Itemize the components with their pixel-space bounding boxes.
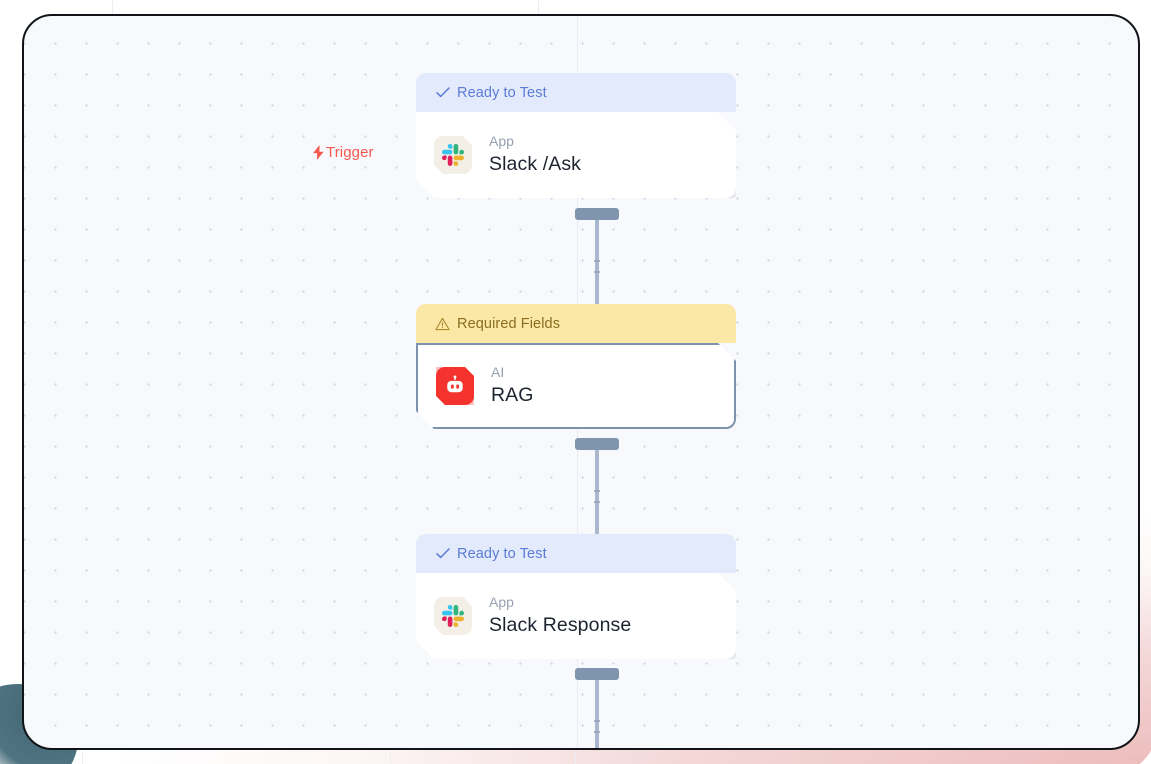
connector-midpoint-nub (594, 490, 600, 492)
connector-midpoint-nub (594, 260, 600, 262)
robot-icon (436, 367, 474, 405)
node-status-banner: Ready to Test (416, 73, 736, 112)
connector-midpoint-nub (594, 731, 600, 733)
node-status-label: Ready to Test (457, 545, 547, 562)
trigger-label-text: Trigger (326, 144, 374, 161)
node-kind-label: AI (491, 363, 505, 380)
node-status-label: Required Fields (457, 315, 561, 332)
node-body[interactable]: App Slack Response (416, 573, 736, 659)
workflow-canvas[interactable]: Trigger (22, 14, 1140, 750)
node-title-label: RAG (491, 384, 534, 407)
backdrop-seam-bottom-left (82, 752, 83, 764)
node-text: AI RAG (491, 364, 534, 409)
trigger-label: Trigger (312, 144, 374, 161)
node-kind-label: App (489, 132, 514, 149)
node-title-label: Slack Response (489, 614, 632, 637)
node-title-label: Slack /Ask (489, 153, 582, 176)
connector-handle-top[interactable] (575, 208, 619, 220)
node-status-label: Ready to Test (457, 84, 547, 101)
backdrop-seam-bottom-left2 (390, 752, 391, 764)
slack-icon (434, 136, 472, 174)
lightning-bolt-icon (312, 145, 325, 160)
node-kind-label: App (489, 593, 514, 610)
connector-handle-top[interactable] (575, 438, 619, 450)
node-body[interactable]: AI RAG (416, 343, 736, 429)
node-body[interactable]: App Slack /Ask (416, 112, 736, 198)
check-icon (435, 85, 450, 100)
connector-handle-top[interactable] (575, 668, 619, 680)
node-text: App Slack Response (489, 594, 631, 639)
workflow-node-rag[interactable]: Required Fields AI RAG (416, 304, 736, 429)
backdrop-seam-mid (538, 0, 539, 14)
warning-triangle-icon (435, 316, 450, 331)
backdrop-seam-bottom-mid (575, 750, 576, 764)
node-status-banner: Required Fields (416, 304, 736, 343)
connector-line (595, 674, 599, 748)
connector-midpoint-nub (594, 501, 600, 503)
check-icon (435, 546, 450, 561)
slack-icon (434, 597, 472, 635)
connector-line (595, 444, 599, 542)
connector-midpoint-nub (594, 271, 600, 273)
connector-midpoint-nub (594, 720, 600, 722)
node-status-banner: Ready to Test (416, 534, 736, 573)
workflow-node-slack-ask[interactable]: Ready to Test App (416, 73, 736, 198)
connector-line (595, 214, 599, 312)
workflow-node-slack-response[interactable]: Ready to Test App (416, 534, 736, 659)
node-text: App Slack /Ask (489, 133, 581, 178)
backdrop-seam-left (112, 0, 113, 14)
